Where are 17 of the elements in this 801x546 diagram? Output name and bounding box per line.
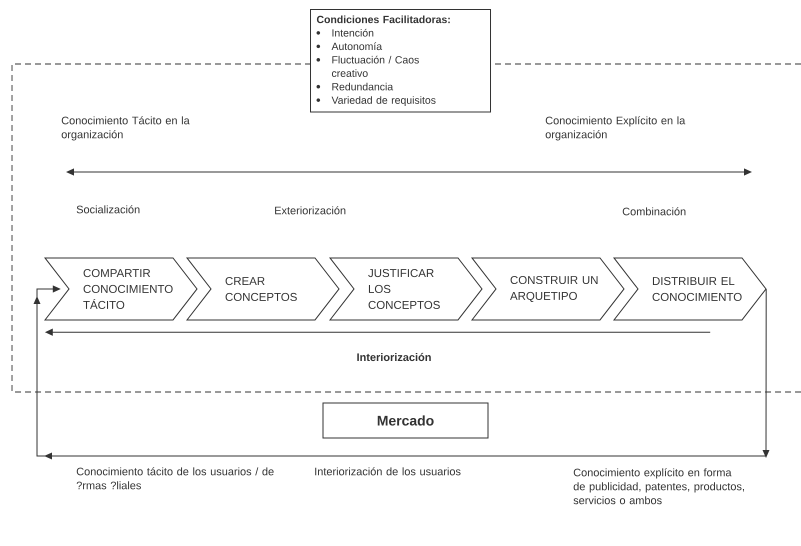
text-label: Conocimiento Tácito en la organización	[62, 116, 190, 140]
chevron-step: CREAR CONCEPTOS	[186, 258, 340, 320]
chevron-step: COMPARTIR CONOCIMIENTO TÁCITO	[44, 258, 198, 320]
conditions-box: Condiciones Facilitadoras: Intención Autonomía Fluctuación / Caos creativo Redundancia Variedad de requisitos	[310, 9, 491, 112]
market-box: Mercado	[322, 402, 488, 438]
chevron-step: JUSTIFICAR LOS CONCEPTOS	[328, 258, 483, 320]
text-label: Conocimiento explícito en forma de publicidad, patentes, productos, servicios o ambos	[574, 468, 744, 504]
text-label: Conocimiento Explícito en la organización	[546, 116, 686, 140]
phase-label: Exteriorización	[275, 206, 346, 214]
phase-label: Socialización	[76, 205, 140, 214]
feedback-arrow	[34, 285, 770, 460]
text-label: Conocimiento tácito de los usuarios / de ?rmas ?liales	[76, 467, 274, 490]
chevron-step: DISTRIBUIR EL CONOCIMIENTO	[612, 258, 767, 320]
chevron-step: CONSTRUIR UN ARQUETIPO	[470, 258, 625, 320]
text-label: Interiorización de los usuarios	[315, 467, 461, 476]
edge-label: Interiorización	[357, 352, 431, 362]
phase-label: Combinación	[622, 207, 686, 216]
